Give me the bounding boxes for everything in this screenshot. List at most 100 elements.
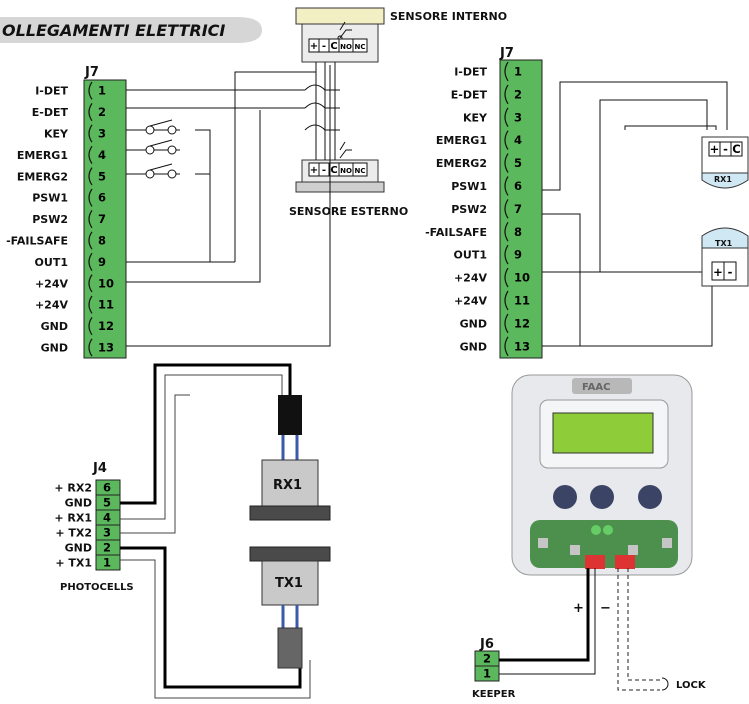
j4-pin-label: + TX1 (55, 557, 92, 570)
terminal-pin-number: 8 (98, 234, 106, 248)
terminal-pin-label: E-DET (451, 88, 488, 101)
terminal-pin-label: E-DET (32, 106, 69, 119)
terminal-pin-label: GND (460, 317, 487, 330)
left-wiring (126, 62, 340, 347)
terminal-pin-number: 7 (514, 202, 522, 216)
terminal-pin-number: 8 (514, 225, 522, 239)
rx1-terminal-label: - (723, 142, 728, 156)
j6-header: J6 (479, 637, 494, 652)
terminal-pin-number: 7 (98, 212, 106, 226)
lock-label: LOCK (676, 680, 707, 691)
terminal-pin-label: GND (460, 340, 487, 353)
rx1-photocell: RX1 (249, 395, 331, 521)
terminal-pin-label: EMERG2 (436, 157, 487, 170)
j4-pin-number: 4 (103, 511, 111, 525)
terminal-pin-label: EMERG1 (436, 134, 487, 147)
terminal-pin-label: GND (41, 320, 68, 333)
terminal-pin-number: 5 (514, 156, 522, 170)
right-j7-header: J7 (499, 46, 514, 61)
terminal-pin-number: 6 (98, 191, 106, 205)
internal-sensor: SENSORE INTERNO (295, 7, 507, 63)
sensor-terminal-label: NC (355, 43, 366, 51)
right-wiring (542, 81, 728, 347)
controller-minus: − (600, 601, 611, 616)
right-terminal-block: 1I-DET2E-DET3KEY4EMERG15EMERG26PSW17PSW2… (425, 59, 543, 359)
left-terminal-block: 1I-DET2E-DET3KEY4EMERG15EMERG26PSW17PSW2… (6, 79, 127, 359)
terminal-pin-label: OUT1 (454, 249, 487, 262)
tx1-photocell: TX1 (249, 546, 331, 669)
sensor-terminal-label: + (310, 41, 318, 52)
rx1-small-label: RX1 (714, 175, 732, 184)
rx1-photocell-label: RX1 (273, 478, 302, 493)
controller-brand: FAAC (582, 382, 611, 393)
j4-pin-number: 2 (103, 541, 111, 555)
terminal-pin-number: 11 (514, 293, 530, 307)
external-sensor-label: SENSORE ESTERNO (289, 205, 408, 218)
j4-pin-label: + TX2 (55, 527, 92, 540)
switch-key (145, 119, 177, 179)
terminal-pin-label: PSW1 (32, 192, 68, 205)
terminal-pin-label: OUT1 (35, 256, 68, 269)
j4-pin-label: + RX2 (54, 482, 92, 495)
terminal-pin-number: 6 (514, 179, 522, 193)
page-title: OLLEGAMENTI ELETTRICI (2, 21, 225, 40)
j4-pin-label: + RX1 (54, 512, 92, 525)
sensor-terminal-label: C (330, 165, 337, 176)
sensor-terminal-label: NC (355, 167, 366, 175)
photocells-caption: PHOTOCELLS (60, 582, 134, 593)
j4-header: J4 (92, 461, 107, 476)
terminal-pin-number: 13 (98, 341, 114, 355)
terminal-pin-label: -FAILSAFE (425, 226, 487, 239)
terminal-pin-number: 9 (98, 255, 106, 269)
rx1-terminal-label: + (710, 142, 720, 156)
j4-pin-label: GND (65, 497, 92, 510)
terminal-pin-label: I-DET (35, 85, 68, 98)
tx1-small-terminals: +- (711, 261, 737, 281)
terminal-pin-number: 9 (514, 248, 522, 262)
terminal-pin-number: 12 (98, 319, 114, 333)
left-j7-header: J7 (84, 65, 99, 80)
terminal-pin-number: 1 (514, 64, 522, 78)
sensor-terminal-label: + (310, 165, 318, 176)
j6-terminal-block: 21 (474, 650, 500, 682)
terminal-pin-label: PSW2 (32, 213, 68, 226)
terminal-pin-label: +24V (35, 299, 69, 312)
rx1-terminal-label: C (732, 142, 740, 156)
sensor-terminal-label: NO (340, 167, 352, 175)
terminal-pin-number: 11 (98, 298, 114, 312)
terminal-pin-number: 10 (98, 276, 114, 290)
keeper-wiring (499, 568, 669, 691)
tx1-terminal-label: - (728, 265, 733, 279)
terminal-pin-number: 3 (98, 127, 106, 141)
terminal-pin-label: KEY (44, 128, 69, 141)
terminal-pin-label: +24V (454, 272, 488, 285)
keeper-caption: KEEPER (472, 689, 516, 700)
internal-sensor-label: SENSORE INTERNO (390, 10, 507, 23)
photocell-wiring (120, 363, 311, 699)
terminal-pin-number: 2 (514, 87, 522, 101)
j4-pin-number: 5 (103, 496, 111, 510)
terminal-pin-number: 1 (98, 84, 106, 98)
terminal-pin-label: PSW1 (451, 180, 487, 193)
rx1-small-terminals: +-C (708, 141, 743, 157)
terminal-pin-label: EMERG2 (17, 170, 68, 183)
terminal-pin-label: I-DET (454, 65, 487, 78)
terminal-pin-number: 3 (514, 110, 522, 124)
terminal-pin-number: 2 (98, 105, 106, 119)
j4-pin-number: 3 (103, 526, 111, 540)
sensor-terminal-label: C (330, 41, 337, 52)
terminal-pin-label: +24V (454, 294, 488, 307)
sensor-terminal-label: - (322, 165, 326, 176)
tx1-terminal-label: + (713, 265, 723, 279)
j4-pin-label: GND (65, 542, 92, 555)
terminal-pin-label: PSW2 (451, 203, 487, 216)
terminal-pin-number: 13 (514, 339, 530, 353)
j6-pin-number: 1 (483, 667, 491, 681)
title-band: OLLEGAMENTI ELETTRICI (0, 17, 262, 43)
controller-device: FAAC (511, 374, 693, 576)
terminal-pin-number: 4 (98, 148, 106, 162)
terminal-pin-number: 5 (98, 169, 106, 183)
external-sensor: SENSORE ESTERNO (289, 141, 408, 218)
